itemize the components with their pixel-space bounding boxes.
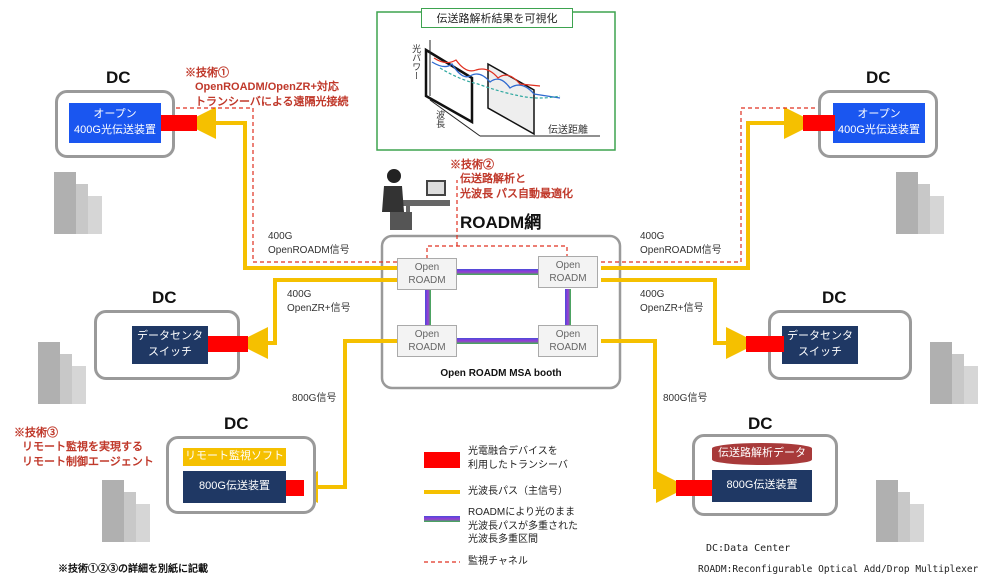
legend-mux-label: ROADMにより光のまま光波長パスが多重された光波長多重区間: [468, 507, 578, 545]
mux-link-bottom: [455, 338, 539, 344]
transceiver-bottom-left: [286, 480, 304, 496]
abbrev-dc: DC:Data Center: [706, 543, 791, 554]
remote-monitor-soft: リモート監視ソフト: [183, 448, 286, 466]
dc-title-bottom-left: DC: [224, 414, 249, 433]
booth-label: Open ROADM MSA booth: [440, 368, 562, 379]
viz-title: 伝送路解析結果を可視化: [436, 13, 558, 25]
legend-transceiver-swatch: [424, 452, 460, 468]
path-mid-left: [236, 278, 397, 359]
datacenter-switch-left: データセンタスイッチ: [132, 326, 208, 364]
dc-title-bottom-right: DC: [748, 414, 773, 433]
viz-graph: [424, 40, 600, 137]
footer-note: ※技術①②③の詳細を別紙に記載: [58, 564, 208, 575]
dc-title-top-right: DC: [866, 68, 891, 87]
note-tech3: ※技術③ リモート監視を実現する リモート制御エージェント: [14, 427, 154, 468]
building-icon-right-bottom: [876, 480, 924, 542]
monitor-left: [175, 107, 397, 263]
path-top-left: [184, 107, 397, 270]
note-tech2: ※技術② 伝送路解析と 光波長 パス自動最適化: [450, 159, 574, 200]
path-mid-right: [601, 278, 758, 359]
analysis-db: 伝送路解析データ: [712, 443, 812, 465]
path-top-right: [601, 107, 816, 270]
transceiver-mid-left: [208, 336, 248, 352]
dc-title-mid-right: DC: [822, 288, 847, 307]
device-800g-left: 800G伝送装置: [183, 471, 286, 503]
transceiver-bottom-right: [676, 480, 712, 496]
legend-mux-swatch: [424, 516, 460, 522]
signal-800g-right: 800G信号: [663, 393, 708, 404]
transceiver-top-right: [803, 115, 835, 131]
legend-transceiver-label: 光電融合デバイスを利用したトランシーバ: [468, 446, 568, 471]
dc-title-mid-left: DC: [152, 288, 177, 307]
building-icon-left-top: [54, 172, 102, 234]
abbrev-roadm: ROADM:Reconfigurable Optical Add/Drop Mu…: [698, 564, 979, 575]
transceiver-top-left: [161, 115, 197, 131]
datacenter-switch-right: データセンタスイッチ: [782, 326, 858, 364]
viz-x-axis: 伝送距離: [548, 125, 588, 136]
roadm-network-title: ROADM網: [460, 213, 542, 232]
viz-title-box: 伝送路解析結果を可視化: [421, 8, 573, 28]
legend-path-label: 光波長パス（主信号）: [468, 486, 568, 497]
device-800g-right: 800G伝送装置: [712, 470, 812, 502]
monitor-right: [601, 107, 820, 263]
mux-link-right: [565, 289, 571, 325]
building-icon-right-top: [896, 172, 944, 234]
signal-800g-left: 800G信号: [292, 393, 337, 404]
path-bottom-right: [601, 339, 688, 503]
path-bottom-left: [286, 339, 397, 503]
viz-y-axis: 光パワー: [411, 44, 422, 80]
dc-title-top-left: DC: [106, 68, 131, 87]
transceiver-mid-right: [746, 336, 784, 352]
mux-link-top: [455, 269, 539, 275]
viz-depth-axis: 波長: [435, 110, 446, 128]
legend-monitor-label: 監視チャネル: [468, 556, 528, 567]
mux-link-left: [425, 289, 431, 325]
building-icon-left-bottom: [102, 480, 150, 542]
building-icon-right-mid: [930, 342, 978, 404]
building-icon-left-mid: [38, 342, 86, 404]
operator-icon: [382, 169, 450, 230]
note-tech1: ※技術① OpenROADM/OpenZR+対応 トランシーバによる遠隔光接続: [185, 67, 349, 108]
